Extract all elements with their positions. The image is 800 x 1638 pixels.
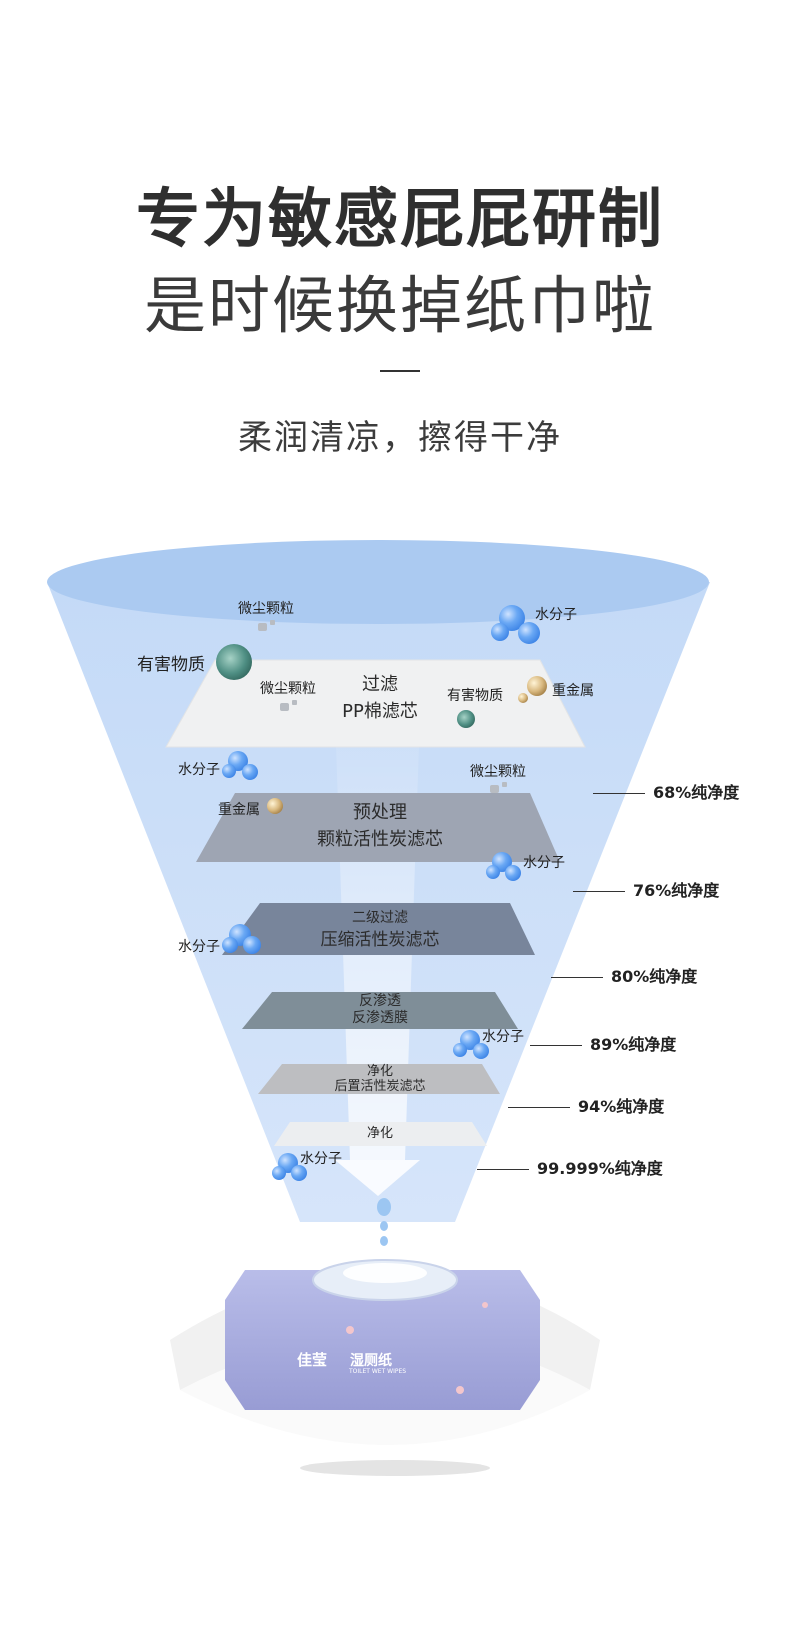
label-dust: 微尘颗粒 <box>238 601 294 617</box>
purity-94-text: 94%纯净度 <box>578 1097 665 1116</box>
layer-label-6: 净化 <box>340 1126 420 1141</box>
subtitle: 柔润清凉，擦得干净 <box>238 418 562 458</box>
dust-particle <box>490 782 507 793</box>
harmful-germ <box>457 710 475 728</box>
label-harmful: 有害物质 <box>447 688 503 704</box>
water-molecule <box>453 1030 489 1059</box>
layer-label-2: 预处理 颗粒活性炭滤芯 <box>300 799 460 853</box>
product-brand: 佳莹 <box>297 1351 328 1369</box>
layer-label-5: 净化 后置活性炭滤芯 <box>310 1064 450 1094</box>
layer-label-line2: 压缩活性炭滤芯 <box>320 930 440 950</box>
layer-pp-cotton <box>165 659 586 748</box>
layer-purify <box>274 1122 487 1146</box>
label-metal: 重金属 <box>218 802 260 818</box>
layer-label-3: 二级过滤 压缩活性炭滤芯 <box>300 907 460 951</box>
label-water: 水分子 <box>535 607 577 623</box>
layer-label-line1: 净化 <box>366 1064 393 1079</box>
dust-particle <box>280 700 297 711</box>
harmful-germ <box>216 644 252 680</box>
layer-label-4: 反渗透 反渗透膜 <box>320 993 440 1027</box>
layer-ro-membrane <box>242 992 518 1029</box>
layer-label-line1: 预处理 <box>353 802 407 823</box>
label-water: 水分子 <box>178 762 220 778</box>
water-droplets <box>377 1198 391 1246</box>
product-name: 湿厕纸 <box>350 1353 392 1369</box>
purity-99999-text: 99.999%纯净度 <box>537 1159 663 1178</box>
funnel-rim <box>47 540 709 624</box>
layer-granular-carbon <box>196 793 560 862</box>
product-shadow <box>300 1460 490 1476</box>
purity-76-text: 76%纯净度 <box>633 881 720 900</box>
layer-post-carbon <box>258 1064 500 1094</box>
label-water: 水分子 <box>300 1151 342 1167</box>
layer-label-line1: 二级过滤 <box>352 910 408 926</box>
layer-label-line2: 反渗透膜 <box>352 1010 408 1026</box>
layer-label-line1: 过滤 <box>362 674 398 695</box>
dust-particle <box>258 620 275 631</box>
layer-label-1: 过滤 PP棉滤芯 <box>320 671 440 725</box>
layer-label-line1: 净化 <box>366 1126 393 1141</box>
layer-label-line2: 颗粒活性炭滤芯 <box>317 829 443 850</box>
purity-94: 94%纯净度 <box>508 1093 664 1117</box>
label-harmful: 有害物质 <box>137 655 205 675</box>
purity-76: 76%纯净度 <box>573 877 719 901</box>
flow-arrow <box>335 1160 420 1196</box>
label-dust: 微尘颗粒 <box>260 681 316 697</box>
label-metal: 重金属 <box>552 683 594 699</box>
label-dust: 微尘颗粒 <box>470 764 526 780</box>
layer-label-line2: PP棉滤芯 <box>342 701 418 722</box>
water-molecule <box>272 1153 307 1181</box>
layer-label-line1: 反渗透 <box>359 993 401 1009</box>
water-molecule <box>222 924 261 954</box>
headline-secondary: 是时候换掉纸巾啦 <box>143 269 656 342</box>
purity-89: 89%纯净度 <box>530 1031 676 1055</box>
layer-compressed-carbon <box>222 903 535 955</box>
heavy-metal <box>518 676 547 703</box>
purity-68-text: 68%纯净度 <box>653 783 740 802</box>
headline-primary: 专为敏感屁屁研制 <box>136 183 664 257</box>
label-water: 水分子 <box>178 939 220 955</box>
title-divider <box>380 370 420 372</box>
purity-80: 80%纯净度 <box>551 963 697 987</box>
purity-68: 68%纯净度 <box>593 779 739 803</box>
label-water: 水分子 <box>482 1029 524 1045</box>
purity-99999: 99.999%纯净度 <box>477 1155 663 1179</box>
purity-89-text: 89%纯净度 <box>590 1035 677 1054</box>
water-molecule <box>222 751 258 780</box>
heavy-metal <box>267 798 283 814</box>
purity-80-text: 80%纯净度 <box>611 967 698 986</box>
water-molecule <box>486 852 521 881</box>
wet-wipes-package <box>225 1259 540 1410</box>
layer-label-line2: 后置活性炭滤芯 <box>334 1079 426 1094</box>
water-molecule <box>491 605 540 644</box>
label-water: 水分子 <box>523 855 565 871</box>
product-english-name: TOILET WET WIPES <box>349 1368 407 1375</box>
